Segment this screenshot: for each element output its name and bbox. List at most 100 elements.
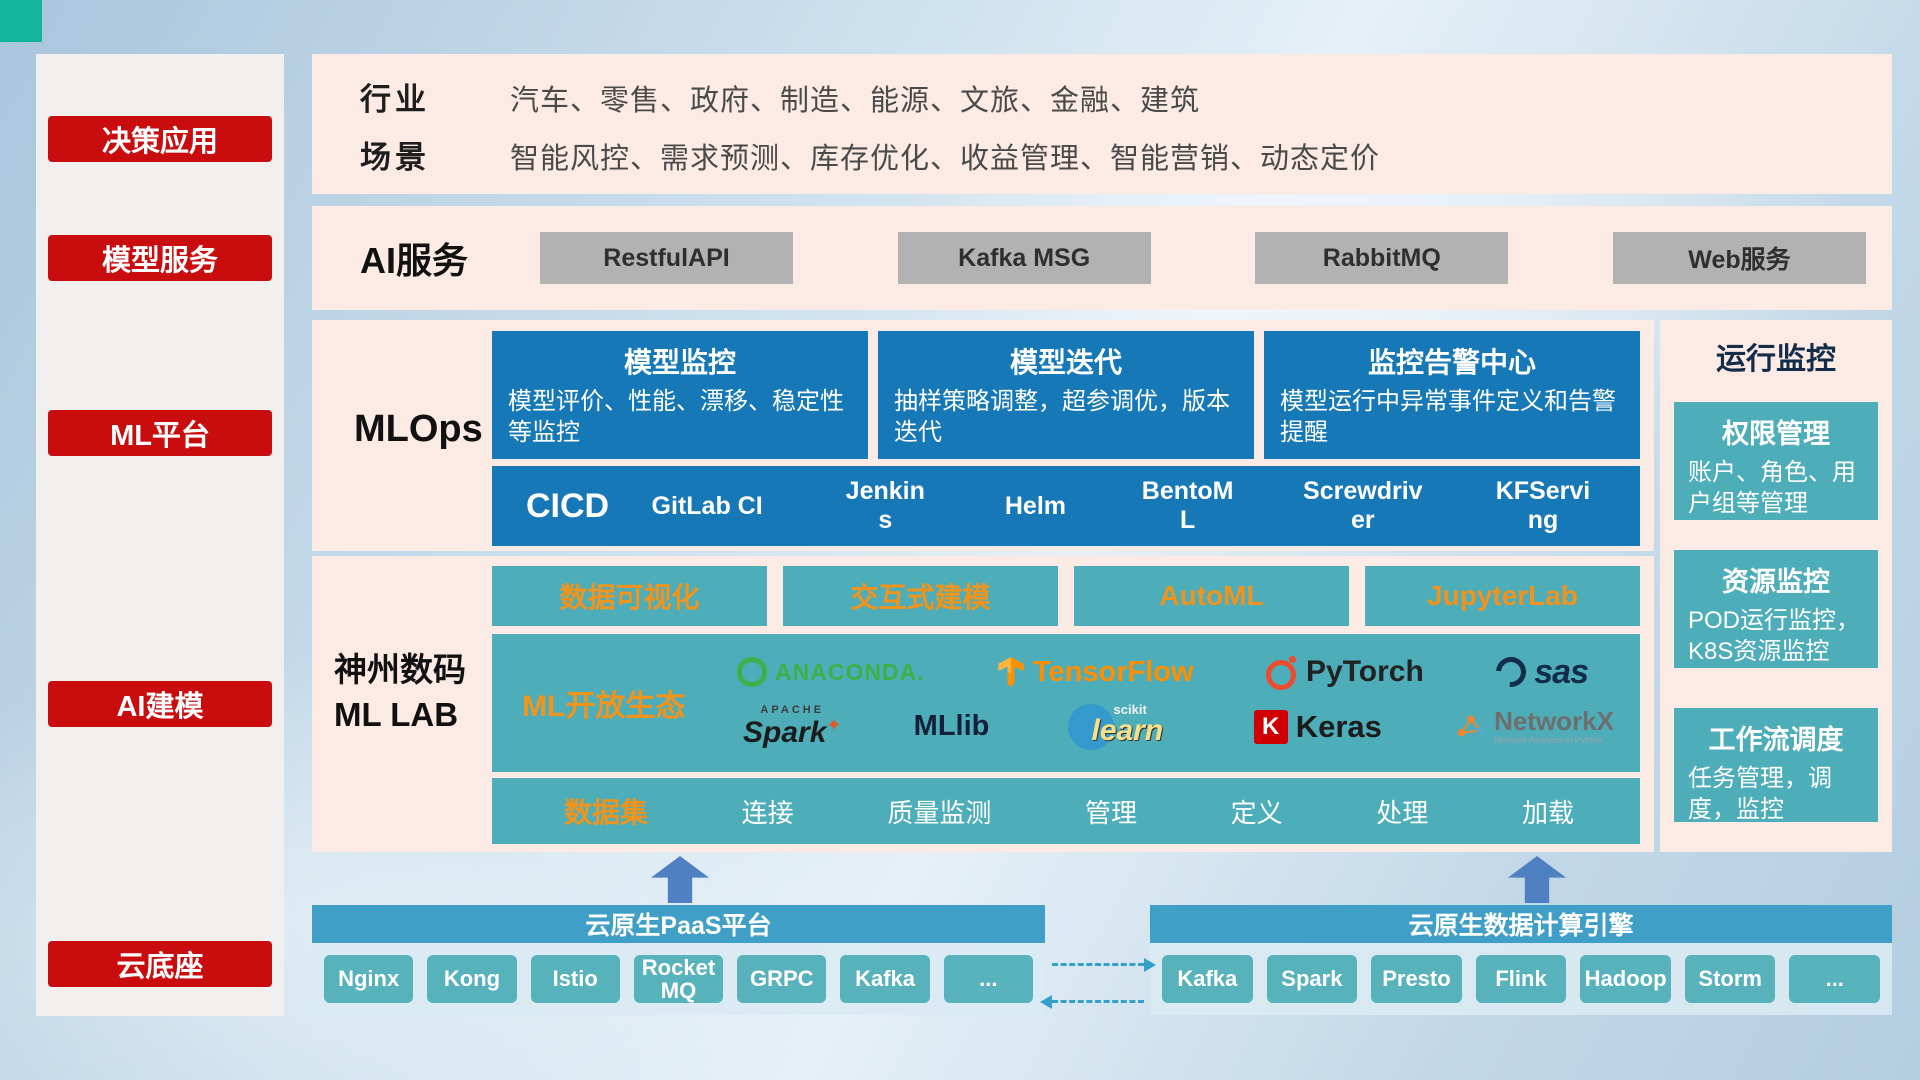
logo-row-1: ANACONDA. TensorFlow PyTorch sas xyxy=(697,650,1624,694)
mlops-cards: 模型监控 模型评价、性能、漂移、稳定性等监控 模型迭代 抽样策略调整，超参调优，… xyxy=(492,331,1640,459)
jupyterlab-box: JupyterLab xyxy=(1365,566,1640,626)
mlops-label: MLOps xyxy=(354,408,483,450)
card-title: 资源监控 xyxy=(1722,567,1830,597)
kafka-chip: Kafka xyxy=(840,955,930,1003)
ai-service-buttons: RestfulAPI Kafka MSG RabbitMQ Web服务 xyxy=(540,232,1866,284)
ai-service-label: AI服务 xyxy=(360,240,469,281)
sidebar-item-decision-apps: 决策应用 xyxy=(48,116,272,162)
cicd-label: CICD xyxy=(526,486,610,525)
web-service-button: Web服务 xyxy=(1612,232,1866,284)
ml-ecosystem-label: ML开放生态 xyxy=(522,690,686,723)
rocketmq-chip: RocketMQ xyxy=(633,955,724,1003)
card-desc: 账户、角色、用户组等管理 xyxy=(1688,459,1856,518)
helm-item: Helm xyxy=(1004,491,1067,520)
process-item: 处理 xyxy=(1376,797,1429,828)
sidebar-item-ai-modeling: AI建模 xyxy=(48,681,272,727)
define-item: 定义 xyxy=(1230,797,1283,828)
run-monitoring-title: 运行监控 xyxy=(1716,343,1836,376)
scenario-row: 场景 智能风控、需求预测、库存优化、收益管理、智能营销、动态定价 xyxy=(360,132,1872,177)
spark-star-icon: ✦ xyxy=(826,715,842,735)
card-title: 模型监控 xyxy=(623,347,736,378)
tensorflow-logo: TensorFlow xyxy=(997,656,1194,689)
paas-platform-section: 云原生PaaS平台 Nginx Kong Istio RocketMQ GRPC… xyxy=(312,905,1045,1015)
sas-logo: sas xyxy=(1490,650,1589,694)
up-arrow-data-engine xyxy=(1508,856,1566,903)
paas-platform-title: 云原生PaaS平台 xyxy=(312,905,1045,943)
storm-chip: Storm xyxy=(1684,955,1776,1003)
logo-row-2: APACHE Spark✦ MLlib scikit learn xyxy=(697,700,1624,754)
industry-panel: 行业 汽车、零售、政府、制造、能源、文旅、金融、建筑 场景 智能风控、需求预测、… xyxy=(312,54,1892,194)
spark-chip: Spark xyxy=(1266,955,1358,1003)
pytorch-icon xyxy=(1266,656,1298,690)
networkx-icon xyxy=(1457,716,1485,737)
ml-ecosystem-box: ML开放生态 ANACONDA. TensorFlow PyTorch xyxy=(492,634,1640,772)
spark-wordmark: Spark✦ xyxy=(743,715,842,749)
tensorflow-wordmark: TensorFlow xyxy=(1033,655,1194,688)
paas-platform-chips: Nginx Kong Istio RocketMQ GRPC Kafka ... xyxy=(312,943,1045,1015)
mllab-label-line2: ML LAB xyxy=(334,695,459,733)
model-monitoring-card: 模型监控 模型评价、性能、漂移、稳定性等监控 xyxy=(492,331,868,459)
card-title: 模型迭代 xyxy=(1009,347,1122,378)
learn-wordmark: learn xyxy=(1091,713,1164,747)
sidebar-item-model-service: 模型服务 xyxy=(48,235,272,281)
card-title: 工作流调度 xyxy=(1708,725,1844,755)
spark-logo: APACHE Spark✦ xyxy=(743,705,841,748)
keras-icon: K xyxy=(1253,709,1288,744)
jenkins-item: Jenkins xyxy=(845,477,925,534)
dashed-arrow-left-icon xyxy=(1040,995,1144,1009)
networkx-logo: NetworkX Network Analysis in Python xyxy=(1454,707,1614,745)
more-chip: ... xyxy=(1789,955,1881,1003)
scikit-learn-icon: scikit learn xyxy=(1062,700,1182,754)
mllab-label: 神州数码 ML LAB xyxy=(334,648,492,737)
industry-list: 汽车、零售、政府、制造、能源、文旅、金融、建筑 xyxy=(510,85,1201,117)
dataset-label: 数据集 xyxy=(564,797,649,828)
card-desc: 模型运行中异常事件定义和告警提醒 xyxy=(1280,388,1616,446)
mlops-panel: MLOps 模型监控 模型评价、性能、漂移、稳定性等监控 模型迭代 抽样策略调整… xyxy=(312,320,1654,551)
card-desc: 抽样策略调整，超参调优，版本迭代 xyxy=(894,388,1230,446)
data-engine-section: 云原生数据计算引擎 Kafka Spark Presto Flink Hadoo… xyxy=(1150,905,1892,1015)
scenario-list: 智能风控、需求预测、库存优化、收益管理、智能营销、动态定价 xyxy=(510,143,1381,175)
card-desc: POD运行监控，K8S资源监控 xyxy=(1688,607,1861,666)
mllab-label-line1: 神州数码 xyxy=(334,651,466,688)
apache-label: APACHE xyxy=(760,704,825,716)
scenario-label: 场景 xyxy=(360,140,430,175)
ecosystem-logos: ANACONDA. TensorFlow PyTorch sas xyxy=(697,650,1624,754)
restfulapi-button: RestfulAPI xyxy=(540,232,793,284)
data-engine-title: 云原生数据计算引擎 xyxy=(1150,905,1892,943)
sidebar-item-cloud-base: 云底座 xyxy=(48,941,272,987)
alert-center-card: 监控告警中心 模型运行中异常事件定义和告警提醒 xyxy=(1264,331,1640,459)
anaconda-logo: ANACONDA. xyxy=(737,657,925,687)
networkx-subtitle: Network Analysis in Python xyxy=(1494,734,1603,745)
permission-mgmt-card: 权限管理 账户、角色、用户组等管理 xyxy=(1674,402,1878,520)
sidebar-item-ml-platform: ML平台 xyxy=(48,410,272,456)
workflow-scheduling-card: 工作流调度 任务管理，调度，监控 xyxy=(1674,708,1878,823)
card-title: 监控告警中心 xyxy=(1367,347,1536,378)
keras-wordmark: Keras xyxy=(1295,708,1382,744)
run-monitoring-panel: 运行监控 权限管理 账户、角色、用户组等管理 资源监控 POD运行监控，K8S资… xyxy=(1660,320,1892,852)
kong-chip: Kong xyxy=(427,955,517,1003)
dashed-arrow-right-icon xyxy=(1052,958,1156,972)
anaconda-icon xyxy=(737,657,767,687)
mllab-panel: 神州数码 ML LAB 数据可视化 交互式建模 AutoML JupyterLa… xyxy=(312,556,1654,852)
pytorch-wordmark: PyTorch xyxy=(1306,655,1424,688)
nginx-chip: Nginx xyxy=(324,955,414,1003)
card-desc: 模型评价、性能、漂移、稳定性等监控 xyxy=(508,388,844,446)
sidebar: 决策应用 模型服务 ML平台 AI建模 云底座 xyxy=(36,54,284,1016)
resource-monitor-card: 资源监控 POD运行监控，K8S资源监控 xyxy=(1674,550,1878,668)
data-engine-chips: Kafka Spark Presto Flink Hadoop Storm ..… xyxy=(1150,943,1892,1015)
sas-wordmark: sas xyxy=(1534,652,1589,691)
industry-row: 行业 汽车、零售、政府、制造、能源、文旅、金融、建筑 xyxy=(360,74,1872,119)
cicd-bar: CICD GitLab CI Jenkins Helm BentoML Scre… xyxy=(492,466,1640,546)
dataset-bar: 数据集 连接 质量监测 管理 定义 处理 加载 xyxy=(492,778,1640,844)
scikit-learn-logo: scikit learn xyxy=(1062,700,1182,754)
screwdriver-item: Screwdriver xyxy=(1303,477,1423,534)
card-title: 权限管理 xyxy=(1722,419,1830,449)
cicd-tools: GitLab CI Jenkins Helm BentoML Screwdriv… xyxy=(639,477,1596,535)
industry-label: 行业 xyxy=(360,82,430,117)
flink-chip: Flink xyxy=(1475,955,1567,1003)
rabbitmq-button: RabbitMQ xyxy=(1255,232,1509,284)
anaconda-wordmark: ANACONDA. xyxy=(775,658,925,685)
tensorflow-icon xyxy=(998,657,1024,687)
pytorch-logo: PyTorch xyxy=(1266,655,1424,690)
